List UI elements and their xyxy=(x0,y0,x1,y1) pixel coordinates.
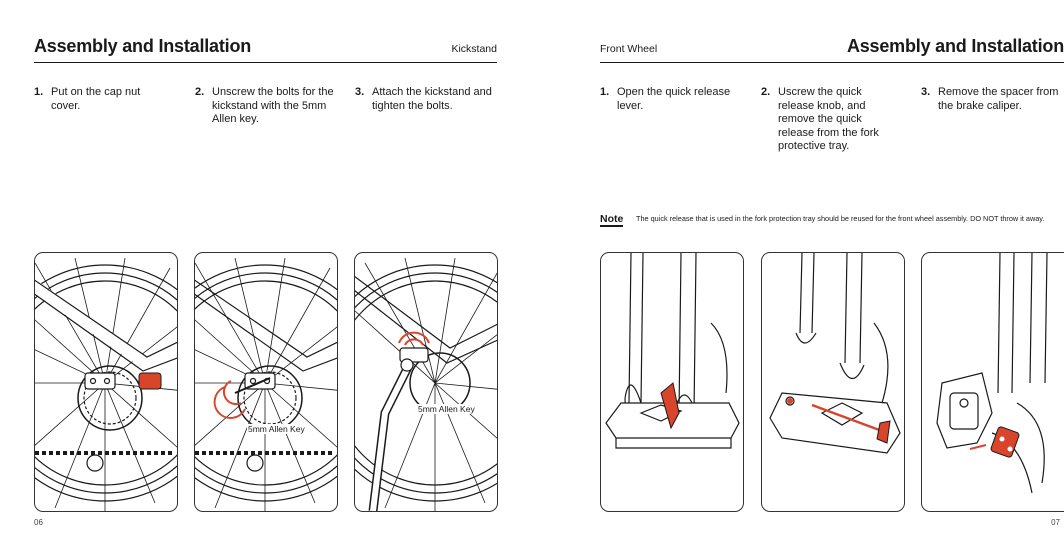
step-text: Put on the cap nut cover. xyxy=(51,86,141,112)
step-2-illustration: 5mm Allen Key xyxy=(194,252,338,512)
kickstand-illustration xyxy=(355,257,497,511)
step-2-illustration xyxy=(761,252,905,512)
step-number: 3. xyxy=(355,86,365,98)
wheel-illustration xyxy=(195,257,337,511)
allen-key-callout: 5mm Allen Key xyxy=(247,424,306,434)
step-number: 2. xyxy=(195,86,205,98)
step-1-illustration xyxy=(600,252,744,512)
step-text: Open the quick release lever. xyxy=(617,86,731,112)
wheel-illustration xyxy=(35,257,177,511)
step-1-illustration xyxy=(34,252,178,512)
step-number: 3. xyxy=(921,86,931,98)
step-3-illustration xyxy=(921,252,1064,512)
step-3-illustration: 5mm Allen Key xyxy=(354,252,498,512)
left-page: Assembly and Installation Kickstand 1. P… xyxy=(34,36,498,527)
page-title: Assembly and Installation xyxy=(34,36,252,56)
note-label: Note xyxy=(600,213,624,227)
right-page: Front Wheel Assembly and Installation 1.… xyxy=(532,0,1064,536)
step-text: Uscrew the quick release knob, and remov… xyxy=(778,86,879,152)
page-number: 06 xyxy=(34,518,43,527)
brake-caliper-illustration xyxy=(936,253,1048,494)
page-number: 07 xyxy=(1051,518,1060,527)
note-text: The quick release that is used in the fo… xyxy=(636,214,1045,223)
section-label: Kickstand xyxy=(451,43,497,55)
step-text: Attach the kickstand and tighten the bol… xyxy=(372,86,492,112)
fork-tray-illustration xyxy=(605,253,740,449)
title-rule xyxy=(600,62,1064,63)
section-label: Front Wheel xyxy=(600,43,658,55)
step-text: Unscrew the bolts for the kickstand with… xyxy=(212,86,334,125)
step-text: Remove the spacer from the brake caliper… xyxy=(938,86,1059,112)
step-number: 2. xyxy=(761,86,771,98)
step-number: 1. xyxy=(34,86,44,98)
title-rule xyxy=(34,62,497,63)
page-title: Assembly and Installation xyxy=(846,36,1064,56)
fork-tray-illustration xyxy=(769,253,901,454)
allen-key-callout: 5mm Allen Key xyxy=(417,404,476,414)
step-number: 1. xyxy=(600,86,610,98)
